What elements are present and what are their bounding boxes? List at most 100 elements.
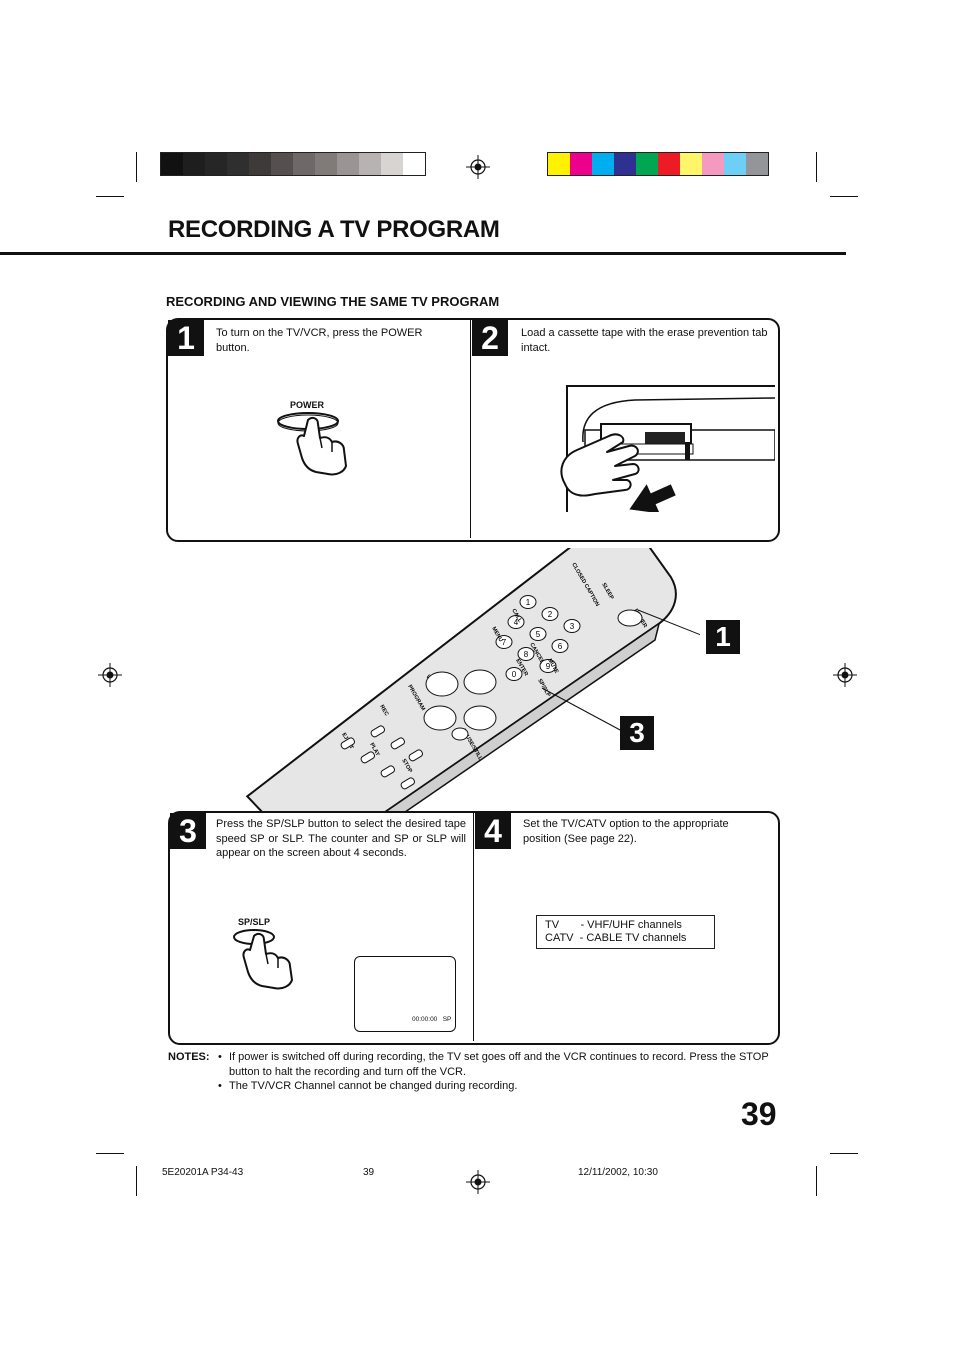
remote-control-button [463, 705, 497, 731]
bullet: • [218, 1051, 222, 1063]
remote-number-key [529, 627, 547, 641]
panel-divider [470, 320, 471, 538]
color-swatch [337, 153, 359, 175]
catv-option: CATV - CABLE TV channels [545, 932, 687, 944]
panel-divider [473, 813, 474, 1041]
remote-number-key-label: 7 [502, 638, 507, 647]
remote-transport-button [340, 737, 355, 750]
color-swatch [592, 153, 614, 175]
remote-number-key [507, 615, 525, 629]
crop-mark [816, 1166, 817, 1196]
color-swatch [227, 153, 249, 175]
remote-number-key-label: 3 [570, 622, 575, 631]
remote-transport-button [408, 749, 423, 762]
hand-pressing-power-icon [277, 412, 347, 476]
crop-mark [816, 152, 817, 182]
color-swatch [570, 153, 592, 175]
note-text: The TV/VCR Channel cannot be changed dur… [229, 1080, 518, 1092]
footer-file: 5E20201A P34-43 [162, 1167, 244, 1178]
remote-control-button [425, 671, 459, 697]
step-3-text: Press the SP/SLP button to select the de… [216, 818, 466, 859]
page-title: RECORDING A TV PROGRAM [168, 216, 500, 243]
hand-pressing-spslp-icon [233, 929, 293, 990]
remote-control-button [617, 609, 643, 627]
remote-transport-button [400, 777, 415, 790]
color-swatch [746, 153, 768, 175]
remote-transport-button [370, 725, 385, 738]
registration-target-icon [466, 1170, 490, 1194]
remote-number-key-label: 6 [558, 642, 563, 651]
remote-control-button [463, 669, 497, 695]
steps-3-4-panel [168, 811, 780, 1045]
registration-target-icon [98, 663, 122, 687]
crop-mark [96, 1153, 124, 1154]
color-swatch [293, 153, 315, 175]
crop-mark [830, 196, 858, 197]
color-swatch [381, 153, 403, 175]
remote-control-button [451, 727, 469, 741]
step-2-badge: 2 [472, 320, 508, 356]
remote-control-button [423, 705, 457, 731]
step-1-text: To turn on the TV/VCR, press the POWER b… [216, 327, 423, 354]
registration-target-icon [466, 155, 490, 179]
color-swatch [359, 153, 381, 175]
remote-number-key-label: 8 [524, 650, 529, 659]
remote-number-key [505, 667, 523, 681]
tv-option: TV - VHF/UHF channels [545, 919, 682, 931]
color-swatch [614, 153, 636, 175]
note-text: If power is switched off during recordin… [229, 1051, 769, 1078]
remote-label-rec: REC [378, 704, 389, 717]
remote-callout-3: 3 [620, 716, 654, 750]
registration-target-icon [833, 663, 857, 687]
color-swatch [183, 153, 205, 175]
color-swatch [548, 153, 570, 175]
color-swatch [161, 153, 183, 175]
remote-number-key-label: 5 [536, 630, 541, 639]
remote-number-key [495, 635, 513, 649]
title-rule [0, 252, 846, 255]
notes-label: NOTES: [168, 1051, 210, 1063]
remote-number-key [563, 619, 581, 633]
crop-mark [136, 1166, 137, 1196]
remote-number-key [519, 595, 537, 609]
step-2-text: Load a cassette tape with the erase prev… [521, 327, 768, 354]
remote-callout-1: 1 [706, 620, 740, 654]
remote-number-key-label: 9 [546, 662, 551, 671]
remote-transport-button [360, 751, 375, 764]
note-item: • If power is switched off during record… [218, 1050, 778, 1079]
remote-number-key [551, 639, 569, 653]
tv-catv-options-box: TV - VHF/UHF channels CATV - CABLE TV ch… [536, 915, 715, 949]
color-swatch [249, 153, 271, 175]
power-button-label: POWER [290, 400, 325, 410]
color-swatch [403, 153, 425, 175]
remote-number-key-label: 4 [514, 618, 519, 627]
remote-number-key [517, 647, 535, 661]
grayscale-calibration-bar [160, 152, 426, 176]
remote-number-key-label: 2 [548, 610, 553, 619]
remote-transport-button [390, 737, 405, 750]
section-subtitle: RECORDING AND VIEWING THE SAME TV PROGRA… [166, 294, 500, 309]
spslp-button-label: SP/SLP [238, 917, 271, 927]
crop-mark [96, 196, 124, 197]
color-calibration-bar [547, 152, 769, 176]
bullet: • [218, 1080, 222, 1092]
color-swatch [724, 153, 746, 175]
color-swatch [636, 153, 658, 175]
color-swatch [658, 153, 680, 175]
footer-datetime: 12/11/2002, 10:30 [578, 1167, 658, 1178]
tv-screen-display [354, 956, 456, 1032]
crop-mark [830, 1153, 858, 1154]
tv-vcr-cassette-insert-illustration [560, 385, 775, 512]
note-item: • The TV/VCR Channel cannot be changed d… [218, 1079, 778, 1094]
step-3-badge: 3 [170, 813, 206, 849]
remote-number-key-label: 0 [512, 670, 517, 679]
color-swatch [315, 153, 337, 175]
remote-number-key-label: 1 [526, 598, 531, 607]
remote-number-key [539, 659, 557, 673]
step-4-text: Set the TV/CATV option to the appropriat… [523, 818, 729, 845]
color-swatch [702, 153, 724, 175]
page-number: 39 [741, 1096, 777, 1132]
remote-transport-button [380, 765, 395, 778]
step-4-badge: 4 [475, 813, 511, 849]
